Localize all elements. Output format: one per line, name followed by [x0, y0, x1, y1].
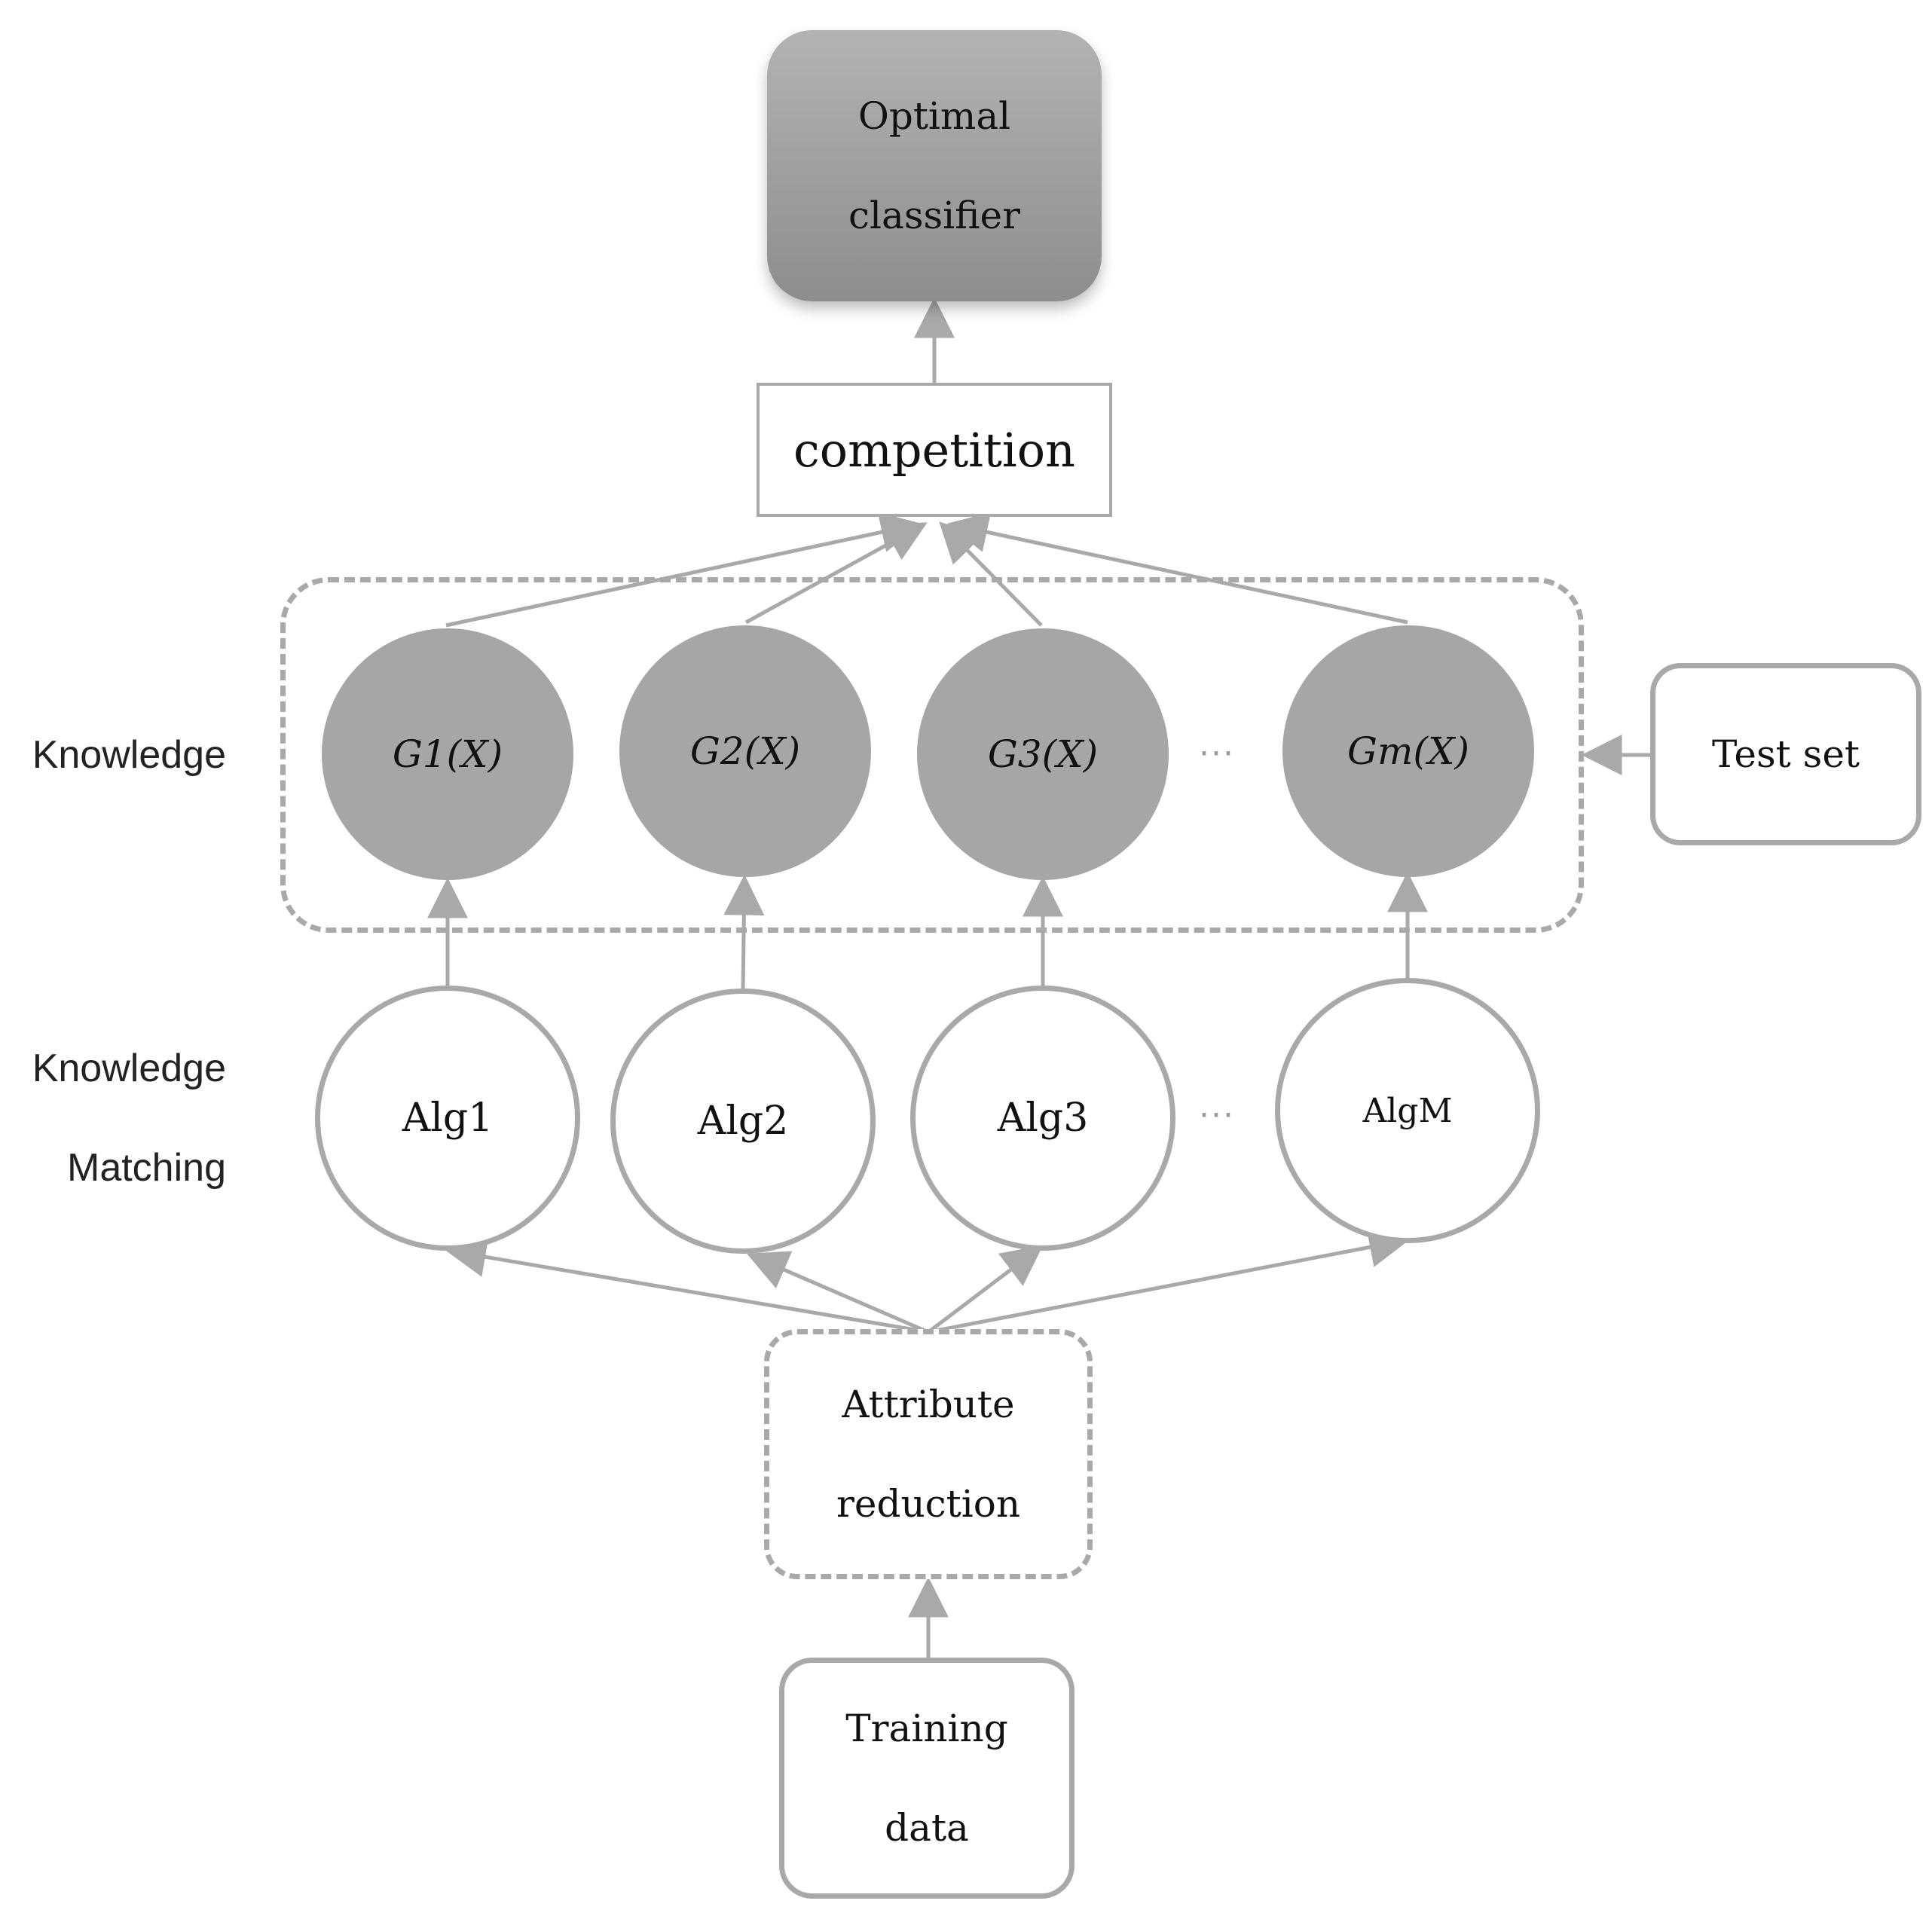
arrow-g2-to-competition	[744, 522, 928, 625]
algm-label: AlgM	[1362, 1091, 1453, 1130]
optimal-line1: Optimal	[857, 94, 1011, 138]
knowledge-label-text: Knowledge	[32, 733, 226, 777]
arrow-attr-to-algm	[928, 1227, 1411, 1334]
alg3-node: Alg3	[910, 986, 1175, 1251]
matching-ellipsis-text: ···	[1199, 1096, 1235, 1135]
knowledge-matching-label: Knowledge Matching	[8, 1019, 226, 1218]
test-set-box: Test set	[1650, 663, 1921, 845]
test-set-label: Test set	[1711, 732, 1860, 776]
alg1-label: Alg1	[402, 1096, 494, 1141]
attribute-line1: Attribute	[842, 1383, 1015, 1426]
optimal-line2: classifier	[848, 194, 1020, 237]
gm-label: Gm(X)	[1347, 729, 1469, 773]
g1-label: G1(X)	[392, 732, 503, 776]
arrow-alg2-to-g2	[723, 874, 765, 991]
competition-label: competition	[793, 422, 1075, 478]
algm-node: AlgM	[1275, 978, 1540, 1243]
matching-label-line2: Matching	[67, 1146, 226, 1190]
arrow-attr-to-alg2	[747, 1251, 929, 1334]
g1-node: G1(X)	[322, 628, 573, 880]
training-line2: data	[885, 1806, 969, 1850]
arrow-attr-to-alg1	[445, 1236, 929, 1334]
g2-node: G2(X)	[619, 625, 871, 877]
optimal-classifier-box: Optimal classifier	[767, 30, 1102, 301]
gm-node: Gm(X)	[1282, 625, 1534, 877]
knowledge-label: Knowledge	[8, 705, 226, 805]
g3-label: G3(X)	[987, 732, 1099, 776]
arrow-attr-to-alg3	[927, 1245, 1044, 1334]
matching-ellipsis: ···	[1175, 1085, 1258, 1145]
alg1-node: Alg1	[315, 986, 580, 1251]
attribute-reduction-box: Attribute reduction	[764, 1329, 1093, 1579]
alg3-label: Alg3	[997, 1096, 1089, 1141]
knowledge-group	[280, 577, 1584, 933]
arrow-g1-to-competition	[445, 512, 922, 628]
matching-label-line1: Knowledge	[32, 1047, 226, 1090]
alg2-node: Alg2	[610, 989, 876, 1254]
g2-label: G2(X)	[689, 729, 801, 773]
knowledge-ellipsis: ···	[1175, 723, 1258, 784]
training-line1: Training	[845, 1707, 1008, 1750]
attribute-line2: reduction	[836, 1482, 1021, 1526]
competition-box: competition	[757, 383, 1112, 517]
knowledge-ellipsis-text: ···	[1199, 734, 1235, 773]
g3-node: G3(X)	[917, 628, 1169, 880]
alg2-label: Alg2	[697, 1099, 789, 1144]
training-data-box: Training data	[779, 1658, 1075, 1899]
arrow-gm-to-competition	[946, 512, 1408, 625]
